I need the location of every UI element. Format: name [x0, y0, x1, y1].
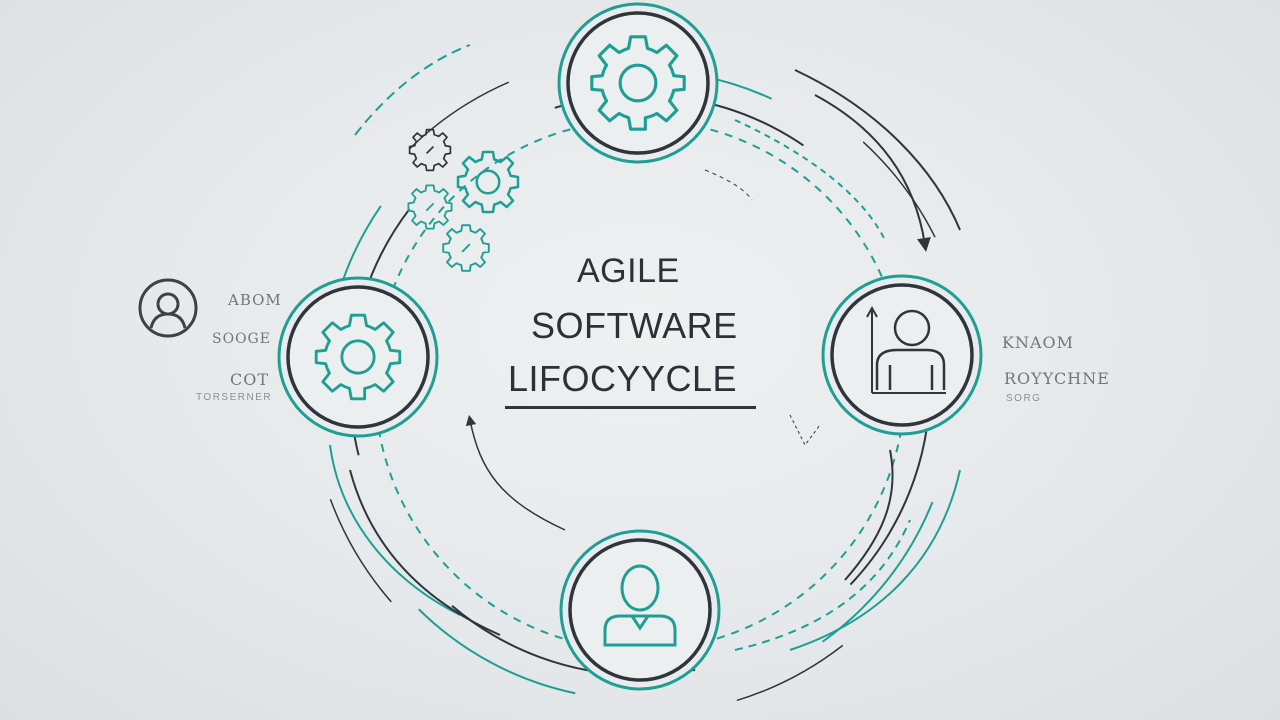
gear-cluster-icon	[407, 128, 520, 272]
right-label-2: ROYYCHNE	[1004, 369, 1110, 388]
node-left	[277, 276, 439, 438]
node-top	[557, 2, 719, 164]
left-label-4: TORSERNER	[196, 392, 273, 403]
title-underline	[505, 406, 756, 409]
title-line-3: LIFOCYYCLE	[508, 358, 738, 399]
title-line-2: SOFTWARE	[531, 305, 738, 346]
node-right	[821, 274, 983, 436]
left-label-1: ABOM	[228, 291, 282, 309]
left-label-3: COT	[230, 370, 270, 389]
left-label-2: SOOGE	[212, 331, 271, 347]
user-circle-icon	[138, 278, 198, 338]
title-line-1: AGILE	[577, 252, 680, 290]
right-label-3: SORG	[1006, 393, 1042, 404]
person-growth-icon	[866, 305, 946, 394]
person-icon	[603, 564, 677, 647]
node-bottom	[559, 529, 721, 691]
right-label-1: KNAOM	[1002, 333, 1075, 352]
